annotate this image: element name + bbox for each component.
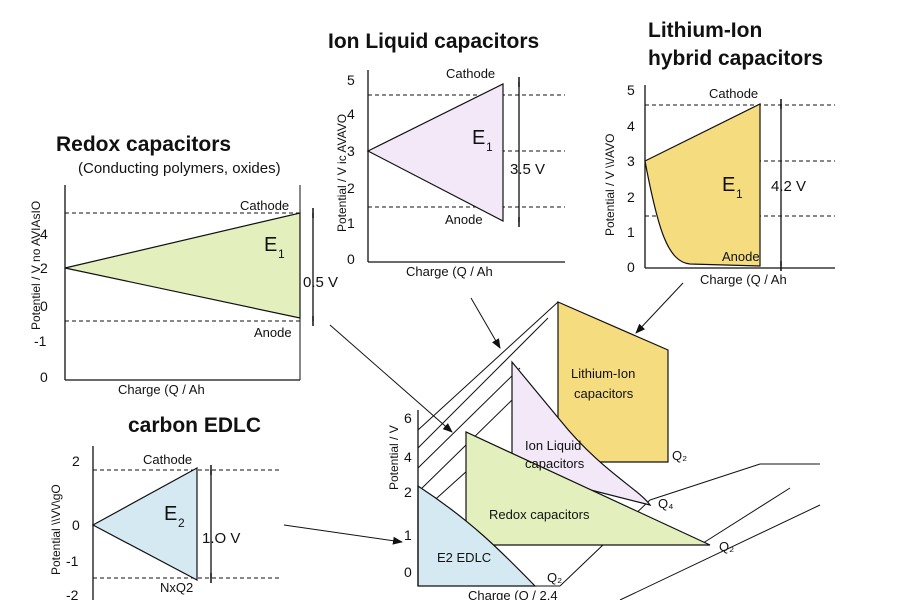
edlc-ytick: 2 [72,453,80,469]
overview-ytick: 1 [404,527,412,543]
overview-guide-line [417,367,521,469]
ionliquid-panel: Ion Liquid capacitors Cathode Anode E 1 … [328,30,565,279]
overview-q-label: Q₂ [672,448,687,463]
redox-energy-label: E [264,234,277,256]
lithium-energy-label: E [722,174,735,196]
overview-lithium-label: capacitors [574,386,634,401]
overview-ytick: 2 [404,484,412,500]
overview-lithium-shape [557,301,669,463]
edlc-energy-region [91,466,198,581]
redox-anode-label: Anode [254,325,292,340]
arrow-ionliquid-to-overview [470,297,501,349]
redox-voltage-label: 0.5 V [303,274,338,291]
lithium-title-line1: Lithium-Ion [648,19,762,42]
lithium-y-label: Potential / V \\/AVO [603,134,617,237]
overview-ionliquid-label: Ion Liquid [525,438,581,453]
lithium-cathode-label: Cathode [709,86,758,101]
ionliquid-ytick: 1 [347,215,355,231]
edlc-ytick: -1 [66,553,79,569]
edlc-panel: carbon EDLC Cathode NxQ2 E 2 1.O V 2 0 -… [49,414,280,603]
lithium-energy-subscript: 1 [736,187,743,201]
overview-edlc-shape [417,484,537,587]
lithium-ytick: 0 [627,259,635,275]
ionliquid-ytick: 2 [347,180,355,196]
ionliquid-x-label: Charge (Q / Ah [406,264,493,279]
overview-ionliquid-label: capacitors [525,456,585,471]
lithium-ytick: 5 [627,82,635,98]
overview-q-label: Q₄ [658,496,673,511]
arrow-lithium-to-overview [635,282,684,334]
redox-title: Redox capacitors [56,133,231,156]
lithium-x-label: Charge (Q / Ah [700,272,787,287]
overview-y-label: Potential / V [387,425,401,490]
overview-q-label: Q₂ [547,570,562,585]
ionliquid-energy-label: E [472,127,485,149]
redox-cathode-label: Cathode [240,198,289,213]
edlc-y-label: Potential \\V\/\gO [49,484,63,575]
lithium-voltage-label: 4.2 V [771,178,806,195]
overview-guide-line [417,301,559,431]
edlc-anode-label: NxQ2 [160,580,193,595]
ionliquid-y-label: Potential / V ic AVAVO [335,114,349,232]
overview-guide-line [417,317,549,449]
redox-ytick: -1 [34,333,47,349]
lithium-ytick: 2 [627,189,635,205]
overview-lithium-label: Lithium-Ion [571,366,635,381]
overview-q-label: Q₂ [719,539,734,554]
redox-energy-subscript: 1 [278,247,285,261]
ionliquid-cathode-label: Cathode [446,66,495,81]
lithium-ytick: 4 [627,118,635,134]
redox-energy-region [64,212,301,319]
overview-3d-panel: 6 4 2 1 0 Potential / V Charge (Q / 2.4 … [387,301,821,603]
edlc-voltage-label: 1.O V [202,530,240,547]
redox-ytick: 0 [40,298,48,314]
overview-redox-shape [465,431,711,546]
ionliquid-energy-region [366,83,504,222]
overview-ytick: 6 [404,410,412,426]
lithium-anode-label: Anode [722,249,760,264]
ionliquid-ytick: 0 [347,251,355,267]
edlc-cathode-label: Cathode [143,452,192,467]
overview-floor-line [649,463,761,501]
arrow-edlc-to-overview [283,524,403,545]
ionliquid-ytick: 4 [347,106,355,122]
overview-redox-label: Redox capacitors [489,507,590,522]
lithium-panel: Lithium-Ion hybrid capacitors Cathode An… [603,19,835,287]
edlc-energy-subscript: 2 [178,516,185,530]
ionliquid-voltage-label: 3.5 V [510,161,545,178]
ionliquid-ytick: 5 [347,72,355,88]
edlc-title: carbon EDLC [128,414,261,437]
ionliquid-anode-label: Anode [445,212,483,227]
redox-panel: Redox capacitors (Conducting polymers, o… [29,133,338,397]
redox-ytick: 0 [40,369,48,385]
lithium-energy-region [644,103,761,267]
ionliquid-title: Ion Liquid capacitors [328,30,539,53]
arrow-redox-to-overview [329,324,453,433]
redox-ytick: 2 [40,260,48,276]
redox-x-label: Charge (Q / Ah [118,382,205,397]
ionliquid-ytick: 3 [347,143,355,159]
lithium-ytick: 3 [627,153,635,169]
redox-subtitle: (Conducting polymers, oxides) [78,160,281,177]
edlc-ytick: 0 [72,517,80,533]
ionliquid-energy-subscript: 1 [486,140,493,154]
overview-x-label: Charge (Q / 2.4 [468,588,558,600]
overview-guide-line [417,399,513,493]
overview-floor-line [619,504,821,601]
edlc-ytick: -2 [66,587,79,600]
edlc-energy-label: E [164,503,177,525]
lithium-title-line2: hybrid capacitors [648,47,823,70]
overview-edlc-label: E2 EDLC [437,550,491,565]
overview-ytick: 0 [404,564,412,580]
overview-ytick: 4 [404,449,412,465]
overview-floor-line [699,487,791,546]
redox-y-label: Potentiel / V no AVIAsIO [29,201,43,330]
lithium-ytick: 1 [627,224,635,240]
redox-ytick: 4 [40,226,48,242]
